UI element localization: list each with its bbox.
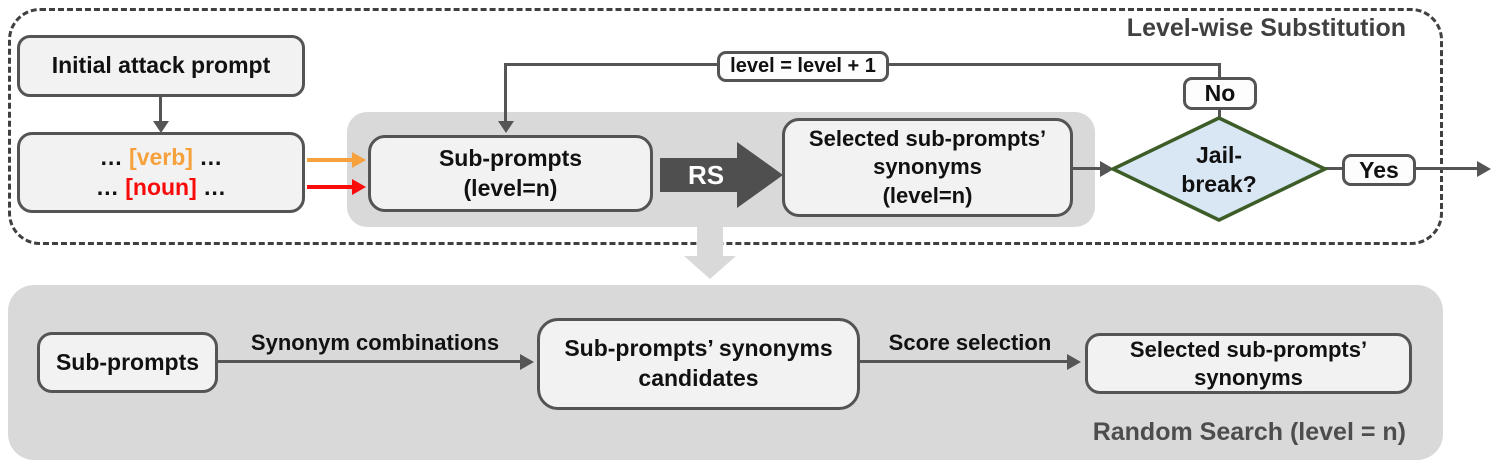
rs-candidates-box: Sub-prompts’ synonyms candidates — [537, 318, 860, 410]
score-selection-label: Score selection — [888, 330, 1052, 355]
verb-token: [verb] — [129, 143, 193, 170]
rs-selected-synonyms-box: Selected sub-prompts’ synonyms — [1085, 333, 1412, 394]
ellipsis-right: … — [199, 143, 223, 170]
yes-exit-line — [1416, 167, 1478, 170]
jailbreak-diamond — [1108, 116, 1330, 222]
score-selection-line — [860, 360, 1068, 363]
level-increment-label: level = level + 1 — [730, 55, 876, 77]
sub-prompts-line2: (level=n) — [463, 174, 558, 201]
selected-synonyms-level-box: Selected sub-prompts’ synonyms (level=n) — [782, 118, 1073, 217]
template-prompt-box: … [verb] … … [noun] … — [17, 132, 305, 213]
jailbreak-diamond-shape — [1108, 116, 1330, 222]
verb-arrow-line — [307, 158, 353, 162]
initial-attack-prompt-label: Initial attack prompt — [51, 52, 271, 79]
level-increment-box: level = level + 1 — [717, 51, 889, 82]
no-to-loop-line — [1218, 63, 1221, 79]
diamond-to-no-line — [1218, 109, 1221, 120]
rs-sub-prompts-label: Sub-prompts — [55, 348, 200, 375]
to-diamond-arrowhead-icon — [1100, 161, 1114, 177]
loop-left-line — [504, 63, 717, 66]
diamond-to-yes-line — [1325, 167, 1343, 170]
synonym-combinations-label: Synonym combinations — [250, 330, 500, 355]
score-selection-arrowhead-icon — [1067, 354, 1081, 370]
level-wise-container — [8, 8, 1443, 245]
verb-arrowhead-icon — [352, 152, 366, 168]
rs-label: RS — [687, 159, 725, 190]
noun-arrow-line — [307, 185, 353, 189]
rs-candidates-line2: candidates — [638, 365, 759, 391]
loop-down-line — [504, 63, 507, 122]
synonym-combinations-arrowhead-icon — [520, 354, 534, 370]
jailbreak-line2: break? — [1181, 171, 1257, 197]
template-noun-line: … [noun] … — [96, 173, 226, 203]
selected-synonyms-line2: synonyms — [873, 154, 982, 180]
initial-to-template-arrowhead-icon — [153, 121, 169, 133]
jailbreak-text: Jail- break? — [1149, 141, 1289, 199]
ellipsis-left: … — [99, 143, 123, 170]
rs-selected-line2: synonyms — [1194, 364, 1303, 390]
noun-arrowhead-icon — [352, 179, 366, 195]
loop-arrowhead-icon — [498, 121, 514, 133]
yes-exit-arrowhead-icon — [1477, 161, 1491, 177]
yes-box: Yes — [1342, 154, 1416, 186]
loop-right-line — [889, 63, 1221, 66]
sub-prompts-line1: Sub-prompts — [438, 144, 583, 171]
template-verb-line: … [verb] … — [100, 143, 223, 173]
no-box: No — [1183, 77, 1257, 110]
synonym-combinations-line — [218, 360, 521, 363]
ellipsis-right: … — [203, 173, 227, 200]
rs-candidates-line1: Sub-prompts’ synonyms — [564, 335, 833, 362]
selected-synonyms-line3: (level=n) — [882, 182, 973, 208]
noun-token: [noun] — [125, 173, 197, 200]
random-search-title: Random Search (level = n) — [1092, 418, 1406, 446]
selected-synonyms-line1: Selected sub-prompts’ — [808, 125, 1047, 151]
to-diamond-line — [1073, 167, 1101, 170]
jailbreak-line1: Jail- — [1195, 142, 1243, 169]
level-wise-title: Level-wise Substitution — [1126, 14, 1406, 42]
initial-attack-prompt-box: Initial attack prompt — [17, 35, 305, 97]
initial-to-template-line — [159, 97, 162, 122]
yes-label: Yes — [1359, 156, 1399, 183]
rs-selected-line1: Selected sub-prompts’ — [1129, 337, 1368, 362]
ellipsis-left: … — [95, 173, 119, 200]
sub-prompts-level-box: Sub-prompts (level=n) — [368, 135, 653, 212]
no-label: No — [1204, 80, 1236, 106]
rs-sub-prompts-box: Sub-prompts — [37, 332, 218, 393]
